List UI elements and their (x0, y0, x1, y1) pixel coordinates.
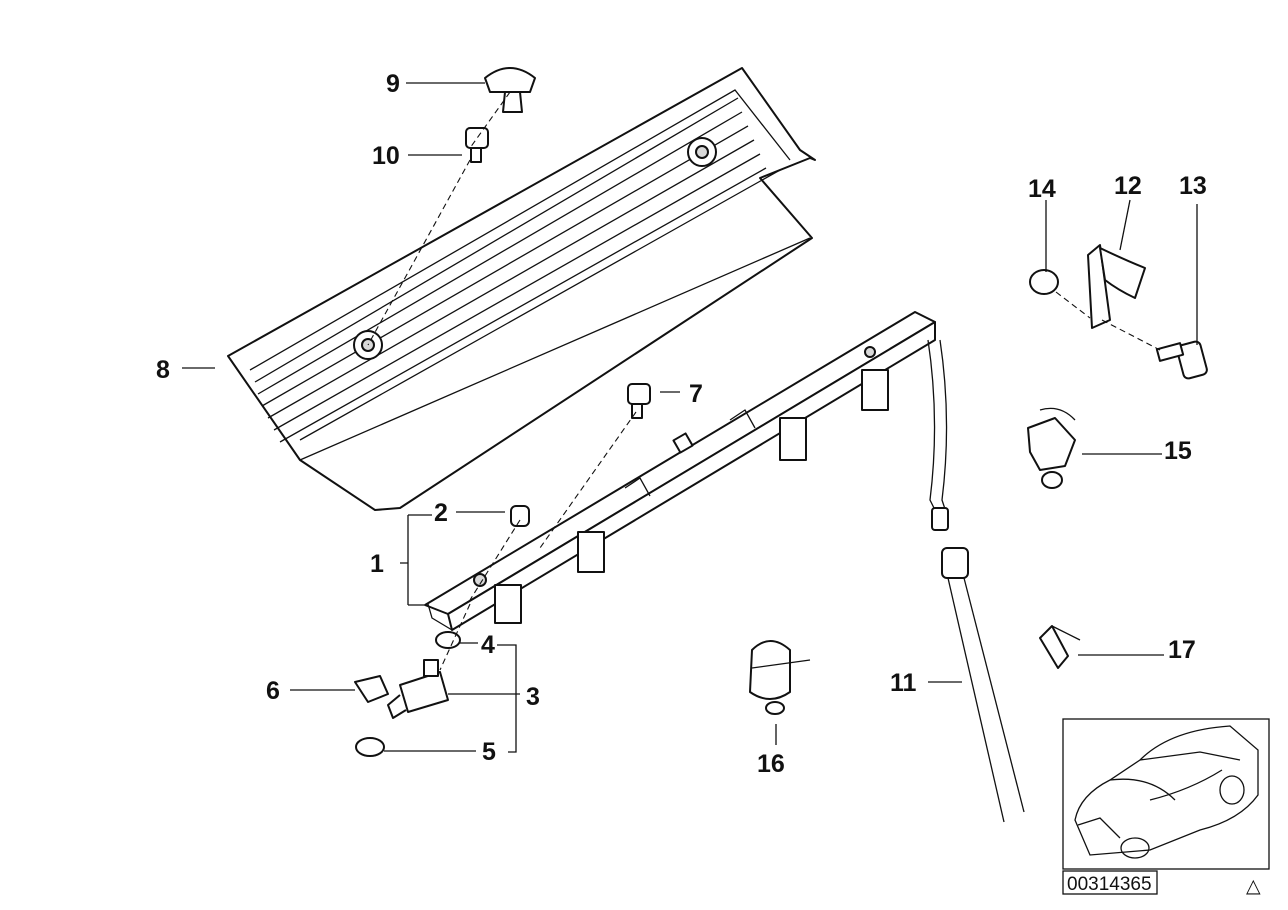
callout-6: 6 (266, 677, 280, 705)
callout-11: 11 (890, 669, 917, 697)
callout-3: 3 (526, 683, 540, 711)
callout-15: 15 (1164, 437, 1192, 465)
hose-clip (749, 640, 811, 715)
vehicle-thumbnail (1062, 718, 1270, 870)
leader-lines (182, 82, 1198, 753)
callout-12: 12 (1114, 172, 1142, 200)
callout-8: 8 (156, 356, 170, 384)
callout-5: 5 (482, 738, 496, 766)
hose (927, 339, 1025, 823)
reference-code: 00314365 (1067, 874, 1152, 895)
bolt-part-7 (627, 383, 651, 419)
callout-2: 2 (434, 499, 448, 527)
nut (1029, 269, 1059, 295)
callout-1: 1 (370, 550, 384, 578)
callout-13: 13 (1179, 172, 1207, 200)
assembly-lines (367, 91, 1161, 671)
injector-clip (354, 675, 389, 703)
callout-numbers: 1 2 3 4 5 6 7 8 9 10 11 12 13 14 15 16 1… (156, 70, 1207, 778)
callout-10: 10 (372, 142, 400, 170)
callout-4: 4 (481, 631, 495, 659)
fuel-rail (424, 311, 936, 631)
injector (355, 631, 461, 757)
warning-triangle-icon: △ (1246, 876, 1261, 897)
callout-16: 16 (757, 750, 785, 778)
small-clip (1039, 625, 1081, 669)
callout-17: 17 (1168, 636, 1196, 664)
rail-cap-part (510, 505, 530, 527)
bracket (1087, 244, 1146, 329)
callout-14: 14 (1028, 175, 1056, 203)
callout-9: 9 (386, 70, 400, 98)
callout-7: 7 (689, 380, 703, 408)
clip-holder (1027, 407, 1076, 489)
bolt-part-13 (1155, 340, 1208, 380)
reference-code-box: 00314365 (1062, 870, 1158, 895)
cap-nut-part (484, 67, 536, 113)
bolt-part-10 (465, 127, 489, 163)
